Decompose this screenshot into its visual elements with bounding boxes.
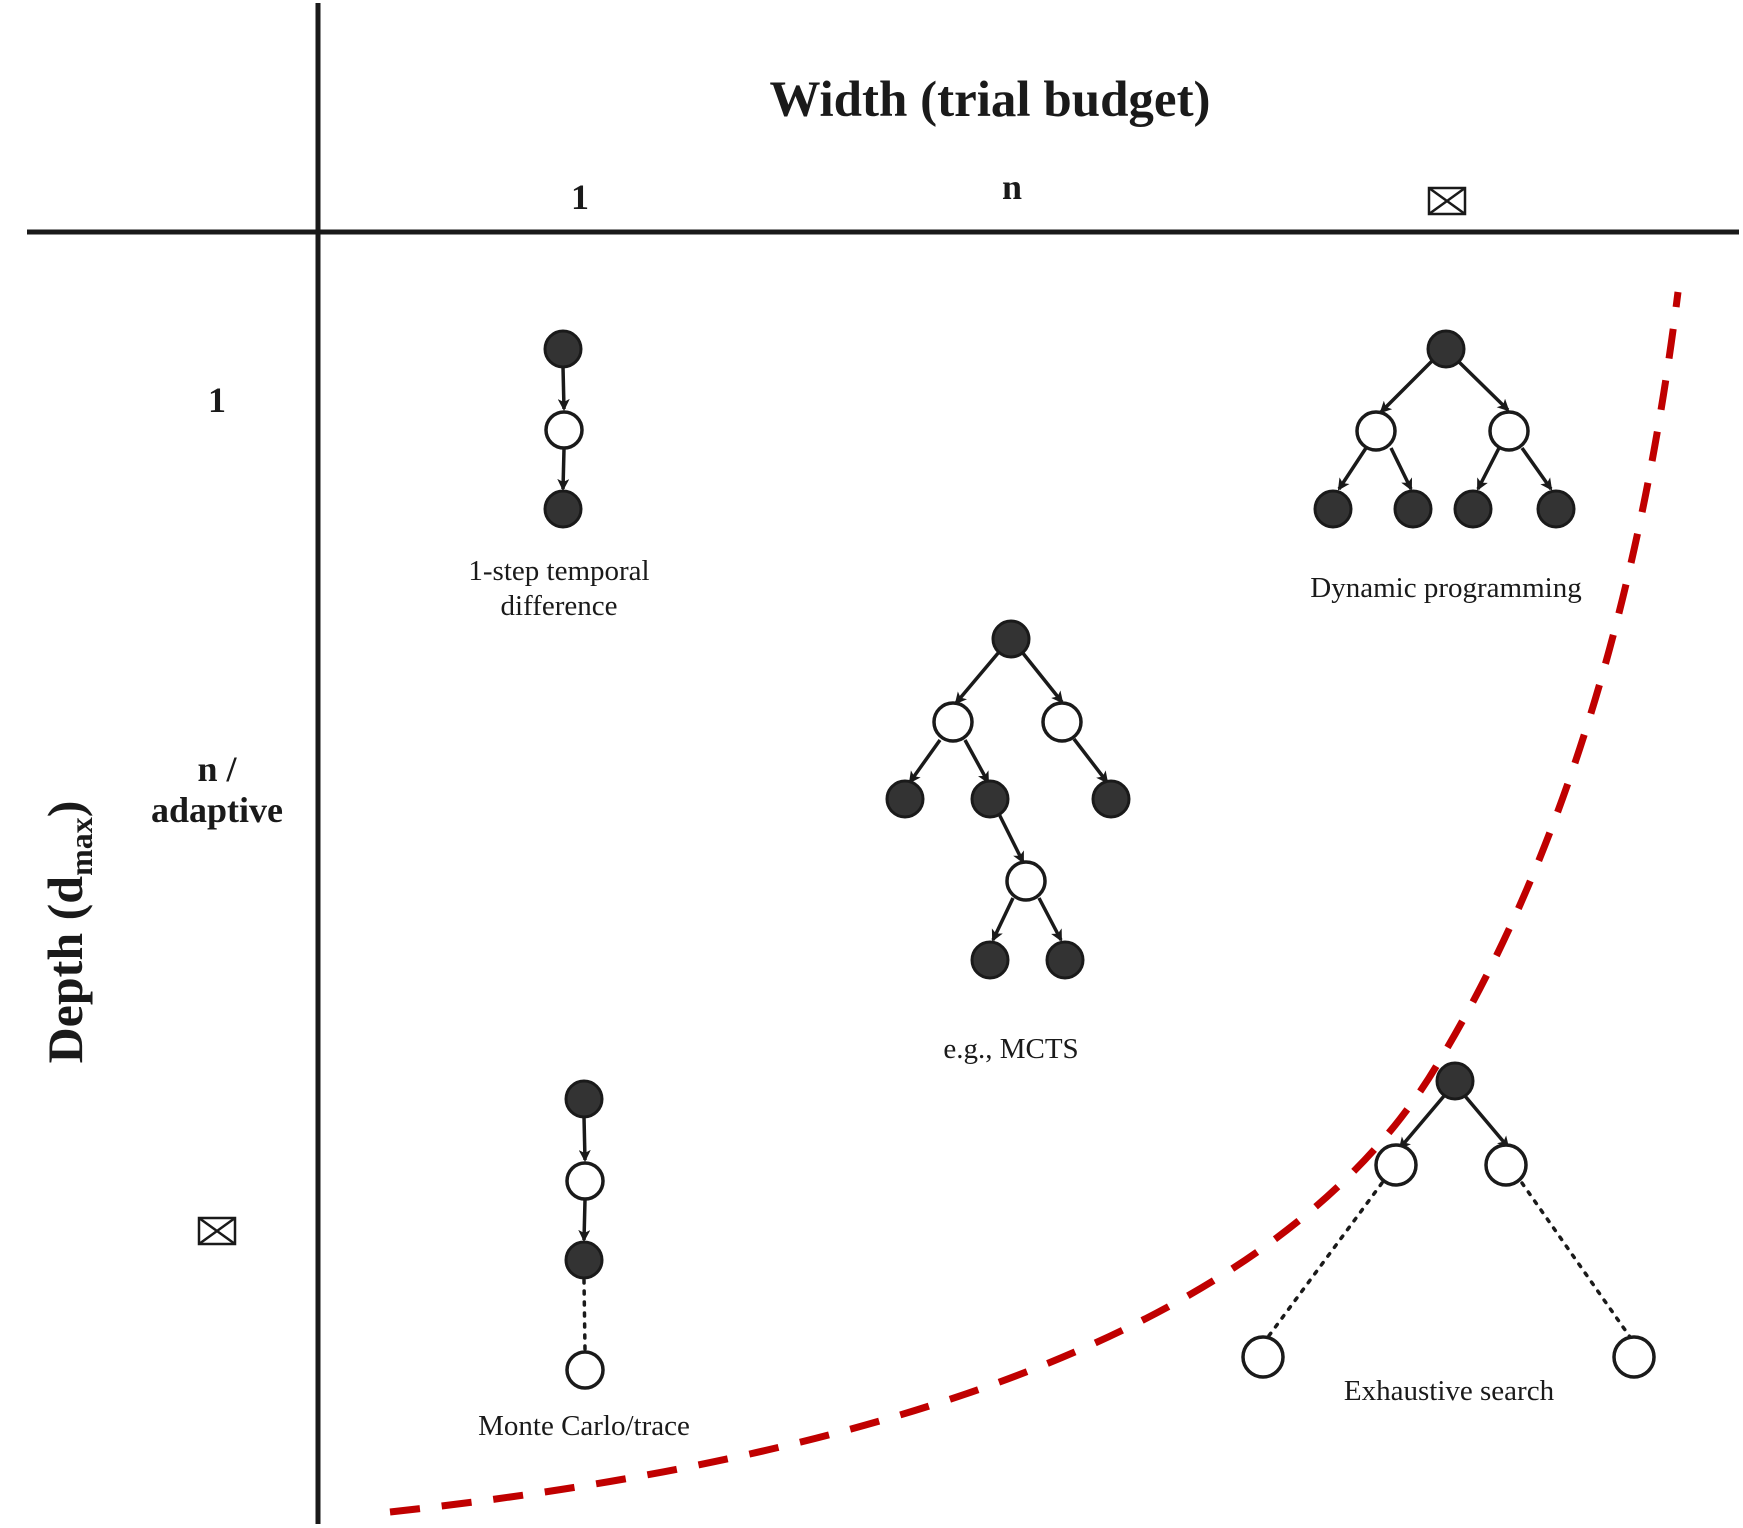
- mcts-diagram: e.g., MCTS: [885, 619, 1131, 1065]
- td-diagram: 1-step temporal difference: [468, 329, 650, 622]
- filled-node: [1393, 489, 1433, 529]
- open-node: [1612, 1335, 1656, 1379]
- open-node: [565, 1161, 605, 1201]
- filled-node: [1313, 489, 1353, 529]
- mcts-label: e.g., MCTS: [943, 1033, 1078, 1065]
- open-node: [1374, 1143, 1418, 1187]
- filled-node: [885, 779, 925, 819]
- mc-diagram: Monte Carlo/trace: [478, 1079, 690, 1442]
- filled-node: [1426, 329, 1466, 369]
- td-label-line1: 1-step temporal: [468, 555, 649, 587]
- column-header-infinity: [1427, 186, 1467, 216]
- infinity-placeholder-icon: [197, 1216, 237, 1246]
- depth-axis-title: Depth (dmax): [37, 801, 99, 1064]
- open-node: [932, 701, 974, 743]
- es-diagram: Exhaustive search: [1241, 1061, 1656, 1407]
- open-node: [1041, 701, 1083, 743]
- filled-node: [970, 779, 1010, 819]
- open-node: [1241, 1335, 1285, 1379]
- open-node: [544, 410, 584, 450]
- es-label: Exhaustive search: [1344, 1375, 1555, 1407]
- feasibility-boundary-curve: [389, 291, 1682, 1516]
- filled-node: [543, 329, 583, 369]
- filled-node: [991, 619, 1031, 659]
- row-header-infinity: [197, 1216, 237, 1246]
- filled-node: [1045, 940, 1085, 980]
- open-node: [1005, 860, 1047, 902]
- filled-node: [970, 940, 1010, 980]
- open-node: [1484, 1143, 1528, 1187]
- row-header-1: 1: [208, 380, 226, 420]
- filled-node: [1435, 1061, 1475, 1101]
- infinity-placeholder-icon: [1427, 186, 1467, 216]
- mc-label: Monte Carlo/trace: [478, 1410, 690, 1442]
- open-node: [1488, 410, 1530, 452]
- dp-diagram: Dynamic programming: [1310, 329, 1582, 604]
- dp-label: Dynamic programming: [1310, 572, 1581, 604]
- open-node: [565, 1350, 605, 1390]
- td-label-line2: difference: [501, 590, 618, 622]
- row-header-n-line1: n /: [197, 749, 237, 789]
- filled-node: [543, 489, 583, 529]
- filled-node: [1536, 489, 1576, 529]
- column-header-n: n: [1002, 167, 1022, 207]
- filled-node: [564, 1240, 604, 1280]
- column-header-1: 1: [571, 177, 589, 217]
- width-axis-title: Width (trial budget): [769, 72, 1210, 128]
- row-header-n-line2: adaptive: [151, 790, 283, 830]
- filled-node: [1091, 779, 1131, 819]
- filled-node: [1453, 489, 1493, 529]
- open-node: [1355, 410, 1397, 452]
- filled-node: [564, 1079, 604, 1119]
